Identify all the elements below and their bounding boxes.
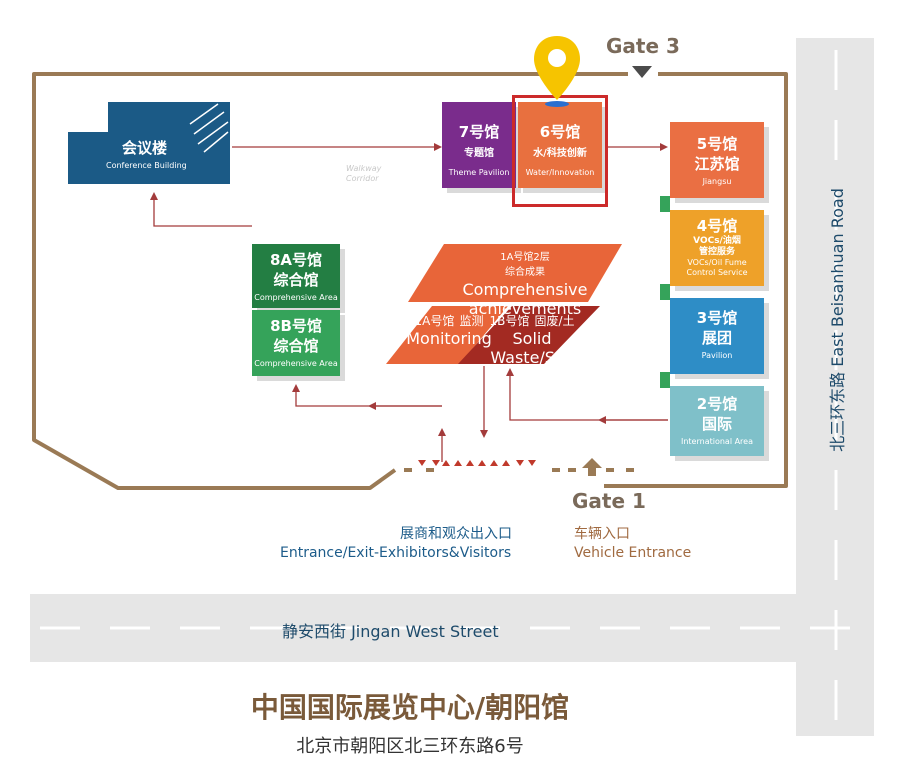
- jingan-street-label: 静安西街 Jingan West Street: [282, 622, 499, 641]
- hall-1a[interactable]: 1A号馆 监测 Monitoring: [406, 314, 492, 348]
- entrance-arrows: [418, 460, 536, 466]
- conference-building[interactable]: 会议楼 Conference Building: [68, 102, 230, 184]
- gate3-arrow: [632, 66, 652, 78]
- vehicle-entrance-en: Vehicle Entrance: [574, 545, 692, 561]
- footer-address: 北京市朝阳区北三环东路6号: [296, 736, 524, 757]
- hall-1-complex-shapes: [386, 244, 622, 364]
- hall-1b[interactable]: 1B号馆 固废/土 Solid Waste/Soil: [489, 314, 575, 367]
- gate3-label: Gate 3: [606, 34, 680, 58]
- hall-6[interactable]: 6号馆 水/科技创新 Water/Innovation: [518, 102, 602, 188]
- hall-6-highlight-frame: [512, 95, 608, 207]
- hall-7[interactable]: 7号馆 专题馆 Theme Pavilion: [442, 102, 516, 188]
- gate1-label: Gate 1: [572, 489, 646, 513]
- hall-1a-2f-shape: [408, 244, 622, 302]
- hall-2[interactable]: 2号馆 国际 International Area: [670, 386, 764, 456]
- hall-1a-shape: [386, 306, 508, 364]
- hall-1a-2f[interactable]: 1A号馆2层 综合成果 Comprehensive achievements: [462, 252, 588, 318]
- location-marker-icon: [534, 36, 580, 107]
- hall-3[interactable]: 3号馆 展团 Pavilion: [670, 298, 764, 374]
- hall-8a[interactable]: 8A号馆 综合馆 Comprehensive Area: [252, 244, 340, 308]
- hall-5[interactable]: 5号馆 江苏馆 Jiangsu: [670, 122, 764, 198]
- footer-title: 中国国际展览中心/朝阳馆: [250, 691, 570, 724]
- visitor-entrance-en: Entrance/Exit-Exhibitors&Visitors: [280, 545, 512, 561]
- hall-1b-shape: [458, 306, 600, 364]
- beisanhuan-road-label: 北三环东路 East Beisanhuan Road: [828, 188, 847, 452]
- walkway-label: Walkway Corridor: [346, 164, 382, 183]
- hall-4[interactable]: 4号馆 VOCs/油烟 管控服务 VOCs/Oil Fume Control S…: [670, 210, 764, 286]
- vehicle-entrance-arrow: [582, 458, 602, 476]
- site-boundary: [32, 72, 788, 490]
- vehicle-entrance-cn: 车辆入口: [574, 526, 630, 542]
- hall-8b[interactable]: 8B号馆 综合馆 Comprehensive Area: [252, 310, 340, 376]
- jingan-road: [30, 594, 874, 662]
- visitor-entrance-cn: 展商和观众出入口: [400, 526, 512, 542]
